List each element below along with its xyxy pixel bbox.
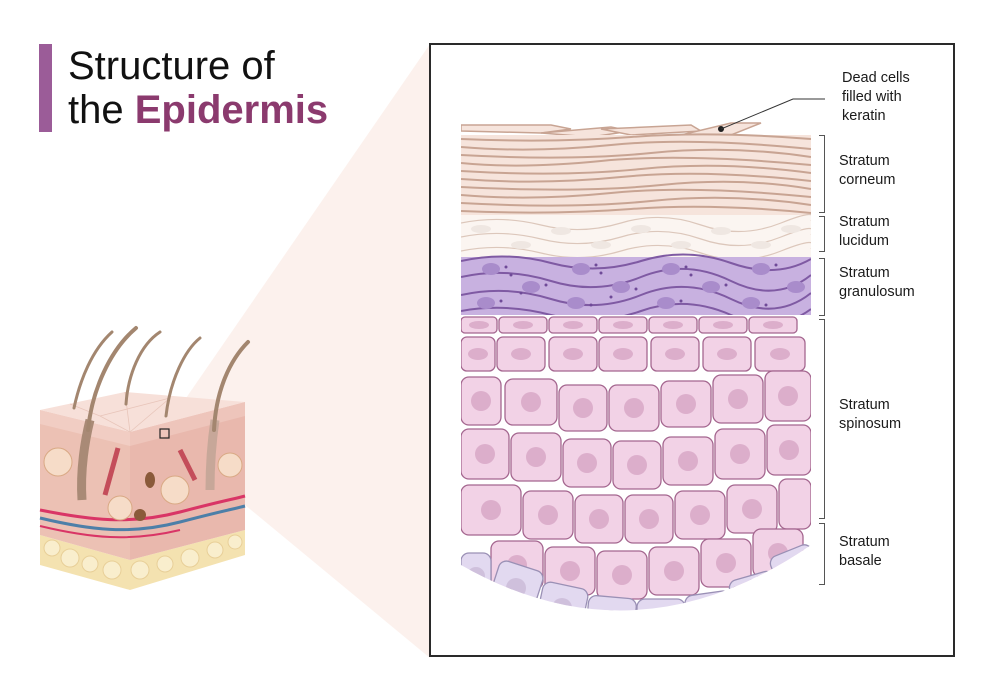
keratin-annotation-line-2: filled with — [842, 89, 902, 105]
page-title: Structure of the Epidermis — [68, 44, 328, 132]
epidermis-detail-panel: Dead cells filled with keratin Stratum c… — [429, 43, 955, 657]
keratin-annotation-line-1: Dead cells — [842, 70, 910, 86]
label-line: Stratum — [839, 214, 890, 230]
label-line: Stratum — [839, 265, 890, 281]
label-stratum-spinosum: Stratum spinosum — [839, 396, 901, 434]
bracket-stratum-spinosum — [819, 319, 825, 519]
label-line: corneum — [839, 172, 896, 188]
title-prefix: the — [68, 88, 135, 132]
keratin-annotation: Dead cells filled with keratin — [842, 69, 910, 126]
bracket-stratum-lucidum — [819, 216, 825, 252]
title-highlight: Epidermis — [134, 88, 329, 132]
label-stratum-corneum: Stratum corneum — [839, 152, 895, 190]
label-line: basale — [839, 553, 882, 569]
label-stratum-lucidum: Stratum lucidum — [839, 213, 890, 251]
title-accent-bar — [39, 44, 52, 132]
epidermis-layers-illustration — [461, 98, 825, 611]
bracket-stratum-basale — [819, 523, 825, 585]
label-line: granulosum — [839, 284, 915, 300]
keratin-annotation-line-3: keratin — [842, 108, 886, 124]
label-line: spinosum — [839, 416, 902, 432]
skin-block-illustration — [39, 326, 250, 590]
label-line: Stratum — [839, 534, 890, 550]
label-stratum-basale: Stratum basale — [839, 533, 890, 571]
title-line-2: the Epidermis — [68, 88, 328, 132]
bracket-stratum-corneum — [819, 135, 825, 213]
label-line: Stratum — [839, 397, 890, 413]
label-stratum-granulosum: Stratum granulosum — [839, 264, 915, 302]
bracket-stratum-granulosum — [819, 258, 825, 316]
label-line: lucidum — [839, 233, 889, 249]
label-line: Stratum — [839, 153, 890, 169]
title-line-1: Structure of — [68, 44, 275, 88]
